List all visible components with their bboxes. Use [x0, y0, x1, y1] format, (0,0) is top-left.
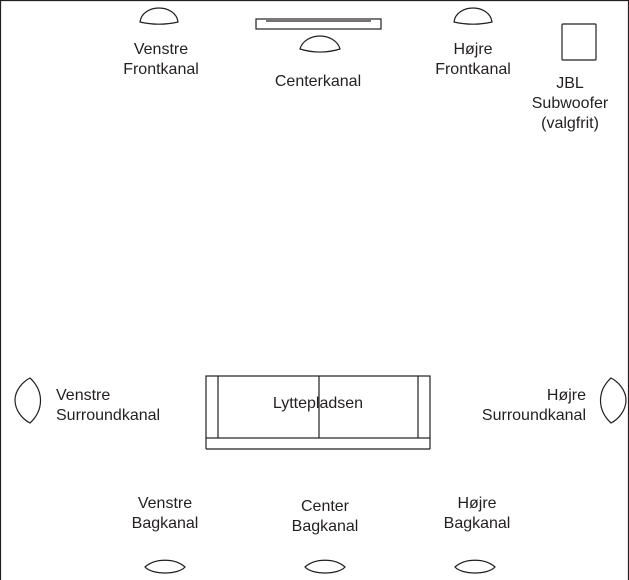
front-left-label: Venstre Frontkanal	[123, 41, 199, 78]
center-label: Centerkanal	[274, 73, 362, 90]
surround-left-speaker-icon	[14, 377, 42, 424]
subwoofer-label: JBL Subwoofer (valgfrit)	[531, 75, 609, 132]
back-center-label: Center Bagkanal	[291, 498, 359, 535]
front-right-label: Højre Frontkanal	[435, 41, 511, 78]
front-right-speaker-icon	[453, 7, 493, 25]
tv-screen-icon	[255, 18, 382, 30]
front-left-speaker-icon	[139, 7, 179, 25]
surround-right-speaker-icon	[599, 377, 627, 424]
subwoofer-icon	[561, 23, 597, 61]
back-left-speaker-icon	[144, 559, 186, 574]
back-right-speaker-icon	[454, 559, 496, 574]
back-left-label: Venstre Bagkanal	[131, 495, 199, 532]
surround-right-label: Højre Surroundkanal	[481, 387, 586, 424]
listening-position-label: Lyttepladsen	[272, 395, 364, 412]
surround-left-label: Venstre Surroundkanal	[56, 387, 161, 424]
back-center-speaker-icon	[304, 559, 346, 574]
center-speaker-icon	[299, 35, 341, 53]
sofa-icon	[205, 375, 431, 450]
back-right-label: Højre Bagkanal	[443, 495, 511, 532]
